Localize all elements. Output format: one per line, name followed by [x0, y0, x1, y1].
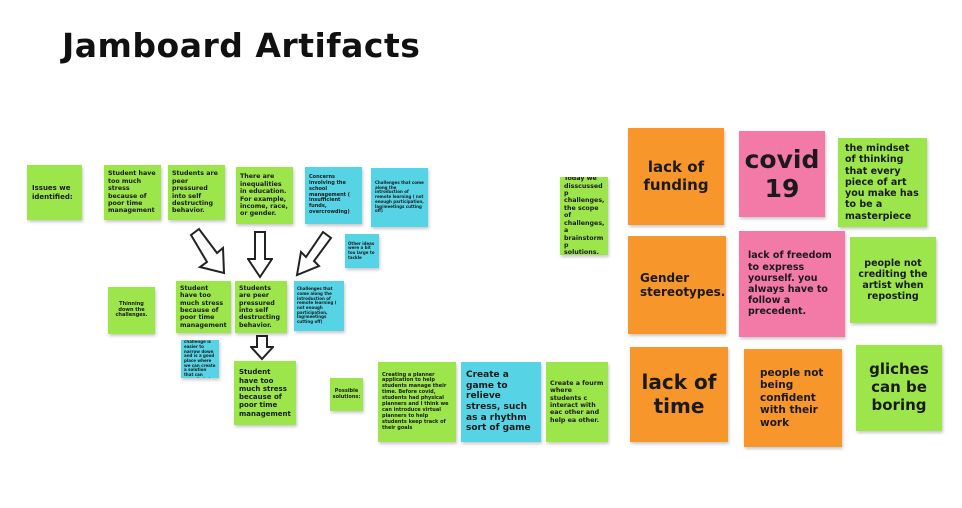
note-text: Create a game to relieve stress, such as… [466, 370, 531, 434]
sticky-note-freedom[interactable]: lack of freedom to express yourself. you… [739, 231, 845, 337]
note-text: Gender stereotypes. [640, 270, 726, 299]
sticky-note-stress[interactable]: Student have too much stress because of … [234, 361, 296, 425]
sticky-note-stress[interactable]: Student have too much stress because of … [104, 165, 161, 220]
sticky-note-stress[interactable]: Student have too much stress because of … [176, 281, 231, 333]
sticky-note-gliches[interactable]: gliches can be boring [856, 345, 942, 431]
note-text: This challenge is easier to narrow down … [184, 340, 216, 378]
sticky-note-remote-learning[interactable]: Challenges that come along the introduct… [294, 281, 344, 331]
note-text: people not crediting the artist when rep… [858, 257, 928, 303]
sticky-note-lack-time[interactable]: lack of time [630, 347, 728, 442]
note-text: covid 19 [744, 144, 820, 204]
note-text: Possible solutions: [332, 387, 361, 400]
note-text: lack of funding [643, 157, 709, 194]
note-text: There are inequalities in education. For… [240, 173, 288, 218]
note-text: gliches can be boring [869, 360, 929, 414]
note-text: Student have too much stress because of … [239, 368, 291, 418]
sticky-note-school-management[interactable]: Concerns involving the school management… [305, 167, 362, 224]
note-text: Challenges that come along the introduct… [375, 179, 424, 214]
note-text: Issues we identified: [32, 184, 73, 201]
sticky-note-confidence[interactable]: people not being confident with their wo… [744, 349, 842, 447]
sticky-note-issues[interactable]: Issues we identified: [27, 165, 82, 220]
sticky-note-gender-stereotypes[interactable]: Gender stereotypes. [628, 236, 726, 334]
sticky-note-covid[interactable]: covid 19 [739, 131, 825, 217]
sticky-note-discussion-summary[interactable]: Today we disscussed p challenges, the sc… [560, 177, 608, 255]
sticky-note-thinning[interactable]: Thinning down the challenges. [108, 287, 155, 334]
note-text: Concerns involving the school management… [309, 173, 351, 216]
note-text: Students are peer pressured into self de… [172, 170, 218, 215]
down-arrow-icon [250, 335, 274, 361]
note-text: Thinning down the challenges. [115, 300, 148, 319]
note-text: Student have too much stress because of … [108, 170, 156, 215]
note-text: people not being confident with their wo… [760, 367, 824, 429]
note-text: Other ideas were a bit too large to tack… [348, 240, 375, 260]
sticky-note-peer-pressure[interactable]: Students are peer pressured into self de… [235, 281, 287, 333]
sticky-note-possible-solutions[interactable]: Possible solutions: [330, 378, 363, 411]
sticky-note-masterpiece-mindset[interactable]: the mindset of thinking that every piece… [838, 138, 927, 227]
note-text: Students are peer pressured into self de… [239, 284, 281, 329]
sticky-note-planner-app[interactable]: Creating a planner application to help s… [378, 362, 456, 442]
sticky-note-easier-challenge[interactable]: This challenge is easier to narrow down … [181, 340, 219, 378]
note-text: Today we disscussed p challenges, the sc… [564, 177, 605, 255]
sticky-note-forum[interactable]: Create a fourm where students c interact… [546, 362, 608, 442]
down-arrow-icon [295, 231, 333, 277]
page-title: Jamboard Artifacts [62, 26, 421, 65]
sticky-note-stress-game[interactable]: Create a game to relieve stress, such as… [461, 362, 541, 442]
note-text: Student have too much stress because of … [180, 284, 227, 329]
down-arrow-icon [189, 227, 226, 275]
down-arrow-icon [247, 231, 273, 279]
sticky-note-remote-learning[interactable]: Challenges that come along the introduct… [371, 168, 428, 227]
sticky-note-crediting[interactable]: people not crediting the artist when rep… [850, 237, 936, 323]
note-text: the mindset of thinking that every piece… [845, 143, 919, 222]
sticky-note-other-ideas[interactable]: Other ideas were a bit too large to tack… [345, 234, 379, 268]
sticky-note-peer-pressure[interactable]: Students are peer pressured into self de… [168, 165, 225, 220]
note-text: Create a fourm where students c interact… [550, 379, 604, 424]
note-text: lack of freedom to express yourself. you… [748, 250, 832, 318]
note-text: Creating a planner application to help s… [382, 371, 449, 431]
note-text: Challenges that come along the introduct… [297, 286, 337, 325]
sticky-note-inequalities[interactable]: There are inequalities in education. For… [236, 167, 293, 224]
note-text: lack of time [641, 369, 717, 418]
sticky-note-lack-funding[interactable]: lack of funding [628, 128, 724, 225]
